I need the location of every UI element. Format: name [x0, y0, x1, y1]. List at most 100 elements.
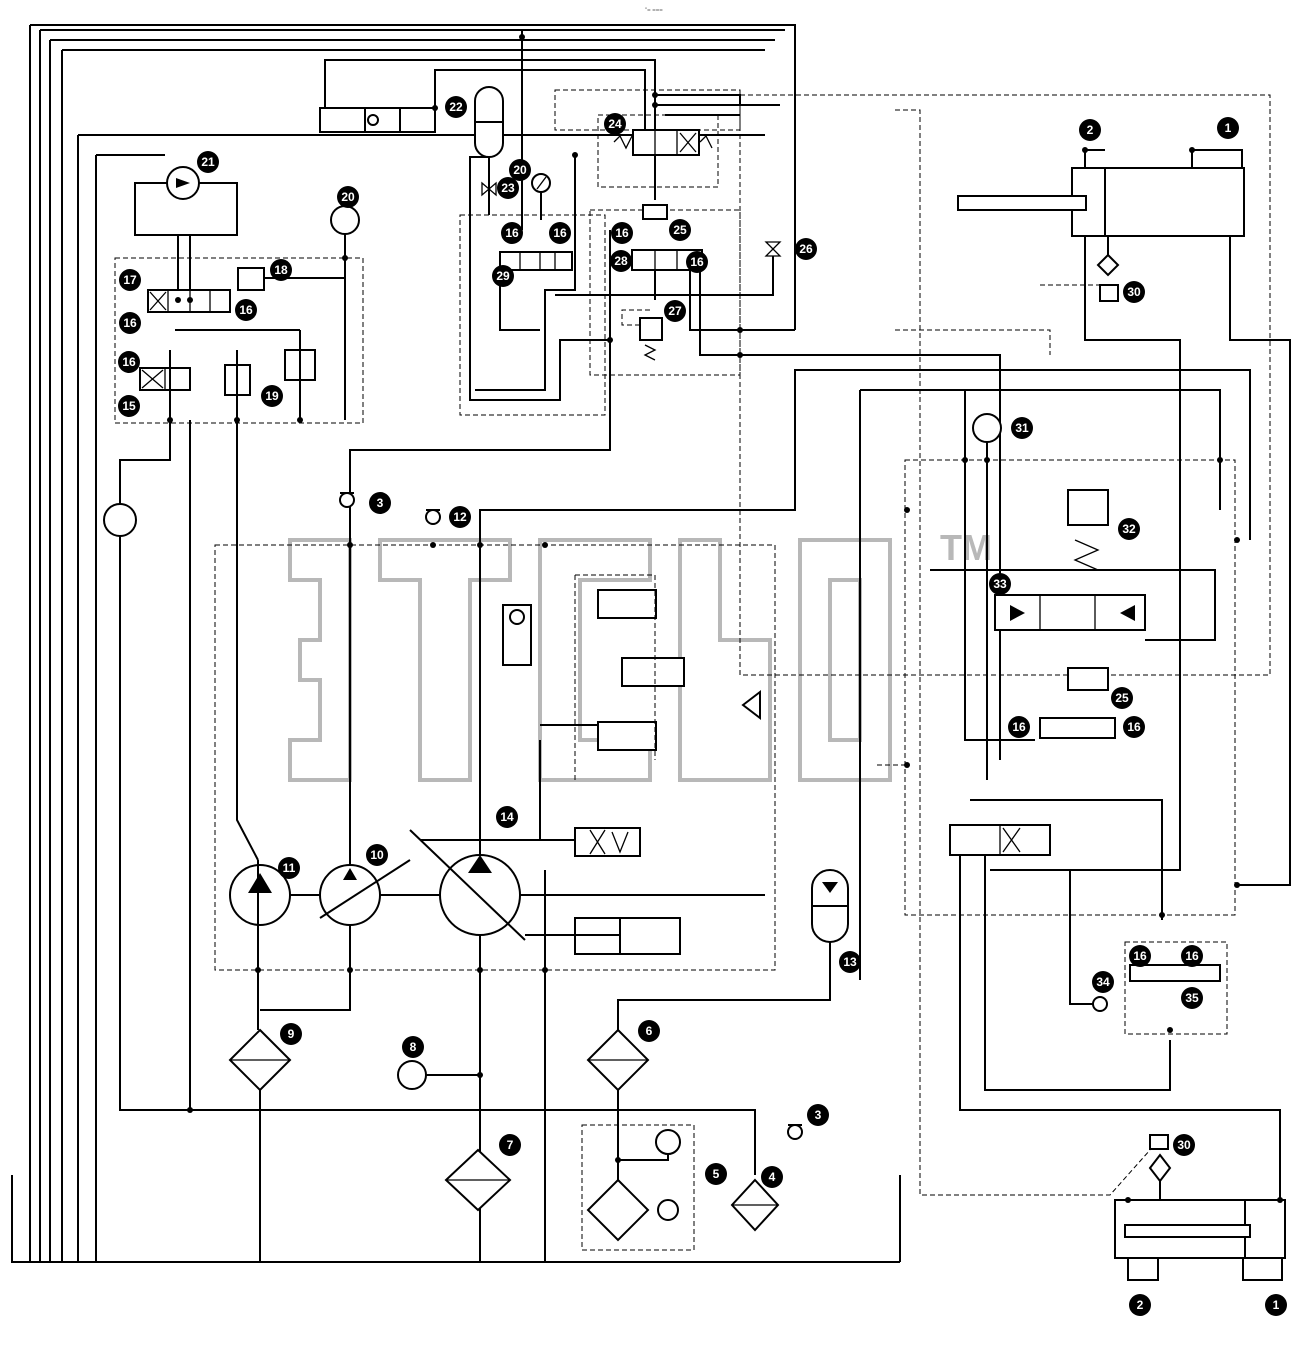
- callout-marker: [449, 506, 471, 528]
- callout-22: 22: [445, 96, 467, 118]
- callout-number: 16: [690, 255, 704, 269]
- callout-number: 2: [1087, 123, 1094, 137]
- callout-marker: [1265, 1294, 1287, 1316]
- callout-19: 19: [261, 385, 283, 407]
- callout-number: 16: [122, 355, 136, 369]
- callout-16: 16: [611, 222, 633, 244]
- cylinder-22: [319, 59, 656, 140]
- callout-number: 18: [274, 263, 288, 277]
- callout-marker: [1181, 945, 1203, 967]
- callout-16: 16: [501, 222, 523, 244]
- header-tag: "= ===: [645, 8, 663, 14]
- callout-number: 21: [201, 155, 215, 169]
- callout-9: 9: [280, 1023, 302, 1045]
- callout-number: 20: [513, 163, 527, 177]
- callout-number: 19: [265, 389, 279, 403]
- callout-number: 16: [1185, 949, 1199, 963]
- pump-assembly: [214, 369, 1251, 1262]
- callout-marker: [664, 300, 686, 322]
- callout-marker: [119, 312, 141, 334]
- callout-number: 5: [713, 1167, 720, 1181]
- callout-18: 18: [270, 259, 292, 281]
- callout-marker: [1008, 716, 1030, 738]
- callout-marker: [610, 250, 632, 272]
- callout-marker: [638, 1020, 660, 1042]
- callout-31: 31: [1011, 417, 1033, 439]
- callout-16: 16: [1123, 716, 1145, 738]
- pump-control-valves: [502, 574, 761, 857]
- callout-number: 16: [1127, 720, 1141, 734]
- relief-27: [621, 309, 663, 361]
- callout-marker: [761, 1166, 783, 1188]
- callout-16: 16: [1181, 945, 1203, 967]
- callout-marker: [705, 1163, 727, 1185]
- valve-lower-right: [949, 799, 1281, 1200]
- callout-marker: [1011, 417, 1033, 439]
- callout-marker: [337, 186, 359, 208]
- callout-marker: [119, 269, 141, 291]
- callout-number: 23: [501, 181, 515, 195]
- callout-29: 29: [492, 265, 514, 287]
- callout-marker: [795, 238, 817, 260]
- callout-number: 14: [500, 810, 514, 824]
- callout-30: 30: [1123, 281, 1145, 303]
- callout-number: 16: [239, 303, 253, 317]
- callout-number: 16: [553, 226, 567, 240]
- callout-16: 16: [549, 222, 571, 244]
- callout-marker: [1079, 119, 1101, 141]
- callout-13: 13: [839, 951, 861, 973]
- callout-20: 20: [337, 186, 359, 208]
- callout-marker: [611, 222, 633, 244]
- callout-marker: [496, 806, 518, 828]
- motor-21: [134, 166, 238, 300]
- callout-2: 2: [1079, 119, 1101, 141]
- callout-marker: [261, 385, 283, 407]
- callout-marker: [445, 96, 467, 118]
- callout-number: 16: [1012, 720, 1026, 734]
- callout-number: 3: [377, 496, 384, 510]
- callout-20: 20: [509, 159, 531, 181]
- callout-number: 2: [1137, 1298, 1144, 1312]
- callout-7: 7: [499, 1134, 521, 1156]
- callout-marker: [604, 113, 626, 135]
- callout-marker: [686, 251, 708, 273]
- callout-marker: [1123, 281, 1145, 303]
- callout-number: 8: [410, 1040, 417, 1054]
- callout-25: 25: [669, 219, 691, 241]
- callout-marker: [549, 222, 571, 244]
- callout-marker: [118, 351, 140, 373]
- callout-marker: [1111, 687, 1133, 709]
- callout-number: 32: [1122, 522, 1136, 536]
- callout-number: 9: [288, 1027, 295, 1041]
- callout-number: 33: [993, 577, 1007, 591]
- callout-number: 16: [615, 226, 629, 240]
- callout-number: 4: [769, 1170, 776, 1184]
- callout-number: 29: [496, 269, 510, 283]
- callout-23: 23: [497, 177, 519, 199]
- callout-marker: [1092, 971, 1114, 993]
- callout-3: 3: [807, 1104, 829, 1126]
- callout-24: 24: [604, 113, 626, 135]
- callout-marker: [492, 265, 514, 287]
- callout-15: 15: [118, 395, 140, 417]
- callout-number: 30: [1127, 285, 1141, 299]
- callout-1: 1: [1265, 1294, 1287, 1316]
- callout-32: 32: [1118, 518, 1140, 540]
- callout-number: 1: [1273, 1298, 1280, 1312]
- callout-35: 35: [1181, 987, 1203, 1009]
- callout-16: 16: [1008, 716, 1030, 738]
- callout-number: 22: [449, 100, 463, 114]
- callout-marker: [497, 177, 519, 199]
- callout-number: 20: [341, 190, 355, 204]
- callout-25: 25: [1111, 687, 1133, 709]
- callout-number: 16: [1133, 949, 1147, 963]
- callout-number: 11: [283, 861, 296, 875]
- accumulator-13: [811, 869, 849, 943]
- valve-24: [597, 114, 719, 188]
- callout-3: 3: [369, 492, 391, 514]
- callout-6: 6: [638, 1020, 660, 1042]
- valve-29: [499, 251, 573, 271]
- callout-number: 25: [673, 223, 687, 237]
